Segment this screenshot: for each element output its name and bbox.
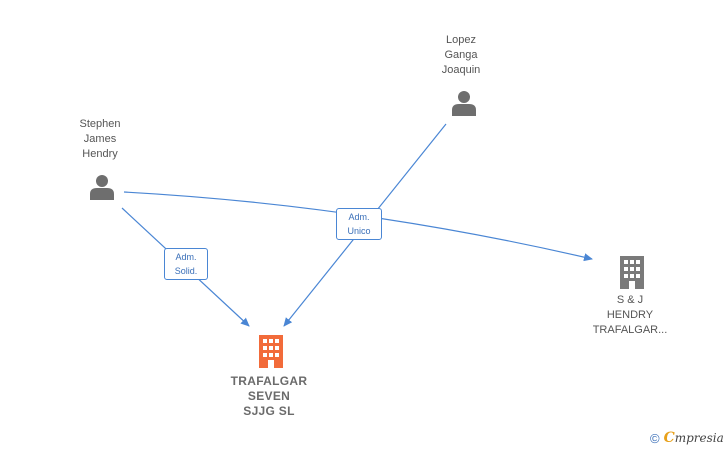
edge-label-line: Adm. (348, 212, 370, 222)
edge-label-adm-solid[interactable]: Adm. Solid. (164, 248, 208, 280)
person-icon[interactable] (450, 88, 478, 116)
node-label-line: SJJG SL (243, 404, 295, 418)
watermark: © Cmpresia (650, 430, 724, 446)
copyright-symbol: © (650, 430, 660, 446)
edge-label-line: Adm. (175, 252, 197, 262)
node-label-line: Hendry (82, 148, 118, 160)
edge-label-adm-unico[interactable]: Adm. Unico (336, 208, 382, 240)
node-label-line: TRAFALGAR... (592, 324, 668, 336)
node-label-line: TRAFALGAR (230, 374, 308, 388)
brand-name: mpresia (674, 431, 724, 445)
person-icon[interactable] (88, 172, 116, 200)
edge-label-line: Solid. (174, 266, 198, 276)
node-label-line: James (83, 133, 117, 145)
node-label-lopez: Lopez Ganga Joaquin (421, 33, 501, 78)
brand-logo[interactable]: Cmpresia (664, 430, 724, 446)
node-label-line: Stephen (79, 118, 121, 130)
node-label-line: Ganga (444, 49, 478, 61)
node-label-line: Joaquin (441, 64, 481, 76)
node-label-line: S & J (616, 294, 644, 306)
building-icon[interactable] (256, 334, 286, 368)
node-label-trafalgar: TRAFALGAR SEVEN SJJG SL (209, 374, 329, 419)
node-label-stephen: Stephen James Hendry (60, 117, 140, 162)
building-icon[interactable] (617, 255, 647, 289)
edge-label-line: Unico (347, 226, 371, 236)
node-label-line: SEVEN (247, 389, 291, 403)
node-label-sjhendry: S & J HENDRY TRAFALGAR... (580, 293, 680, 338)
node-label-line: HENDRY (606, 309, 654, 321)
brand-initial: C (663, 430, 675, 446)
node-label-line: Lopez (446, 34, 476, 46)
